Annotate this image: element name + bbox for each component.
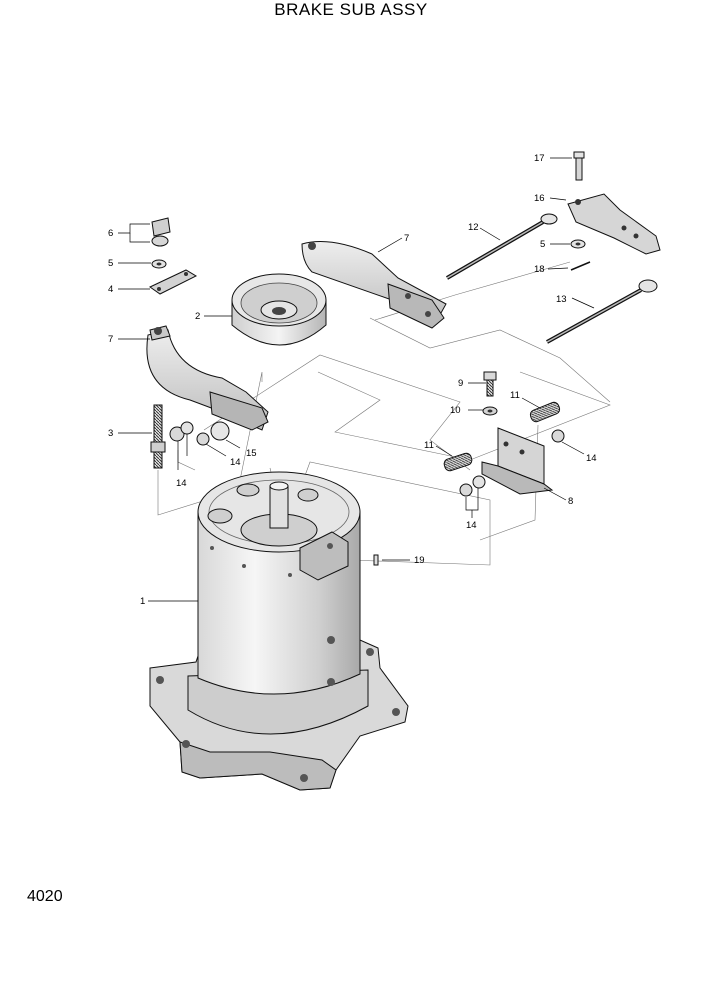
callout-1: 1 bbox=[140, 596, 145, 607]
brake-drum bbox=[231, 273, 327, 346]
callout-7-upper: 7 bbox=[404, 233, 409, 244]
callout-14-c: 14 bbox=[466, 520, 477, 531]
callout-15: 15 bbox=[246, 448, 257, 459]
callout-12: 12 bbox=[468, 222, 479, 233]
brake-arm-upper bbox=[301, 241, 447, 329]
pin bbox=[373, 554, 379, 566]
diagram-title: BRAKE SUB ASSY bbox=[274, 0, 428, 19]
stud-bolt bbox=[150, 404, 166, 469]
bushings bbox=[169, 421, 565, 497]
callout-5-right: 5 bbox=[540, 239, 545, 250]
callout-7-lower: 7 bbox=[108, 334, 113, 345]
callout-14-d: 14 bbox=[586, 453, 597, 464]
callout-4: 4 bbox=[108, 284, 113, 295]
callout-labels: 1 2 3 4 5 5 6 7 7 8 9 10 11 11 12 13 14 … bbox=[108, 153, 597, 607]
callout-11-left: 11 bbox=[424, 440, 434, 451]
callout-13: 13 bbox=[556, 294, 567, 305]
callout-8: 8 bbox=[568, 496, 573, 507]
callout-16: 16 bbox=[534, 193, 545, 204]
rods bbox=[445, 213, 658, 344]
page-number: 4020 bbox=[27, 888, 63, 905]
leader-lines bbox=[118, 157, 595, 602]
hardware-stack-left bbox=[149, 217, 198, 295]
callout-14-b: 14 bbox=[230, 457, 241, 468]
callout-6: 6 bbox=[108, 228, 113, 239]
callout-5-left: 5 bbox=[108, 258, 113, 269]
callout-9: 9 bbox=[458, 378, 463, 389]
callout-19: 19 bbox=[414, 555, 425, 566]
lever-assembly bbox=[567, 151, 661, 271]
callout-17: 17 bbox=[534, 153, 545, 164]
callout-14-a: 14 bbox=[176, 478, 187, 489]
callout-18: 18 bbox=[534, 264, 545, 275]
callout-2: 2 bbox=[195, 311, 200, 322]
springs bbox=[443, 401, 561, 472]
callout-3: 3 bbox=[108, 428, 113, 439]
motor-housing bbox=[149, 471, 409, 791]
bracket bbox=[481, 427, 554, 495]
callout-10: 10 bbox=[450, 405, 461, 416]
brake-arm-lower bbox=[146, 325, 269, 431]
callout-11-right: 11 bbox=[510, 390, 520, 401]
bolt-and-washer bbox=[482, 371, 498, 416]
